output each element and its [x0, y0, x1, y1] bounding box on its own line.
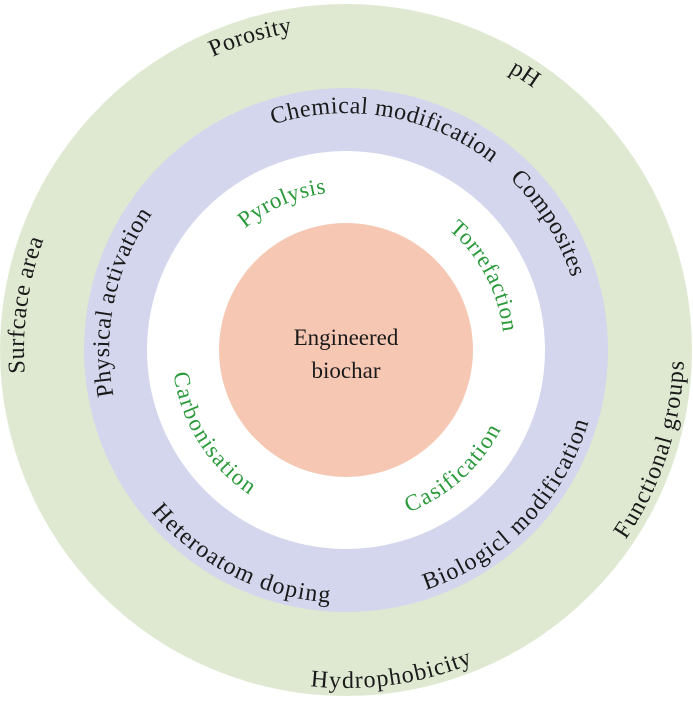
center-label-line2: biochar	[312, 358, 381, 383]
center-label-line1: Engineered	[294, 325, 399, 350]
core-circle	[219, 223, 473, 477]
